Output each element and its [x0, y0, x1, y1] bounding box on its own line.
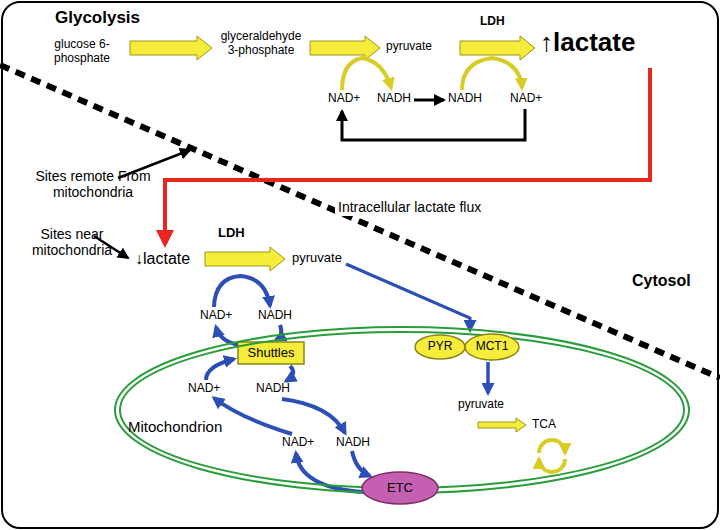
nad-return-arrow	[342, 109, 525, 140]
node-text: PYR	[428, 340, 453, 354]
cofactor-label: NAD+	[200, 309, 232, 323]
etc-arrow	[352, 451, 370, 476]
tca-cycle	[539, 440, 565, 453]
metabolite-label: pyruvate	[458, 398, 504, 412]
outer-membrane	[115, 327, 689, 493]
node-text: ETC	[387, 481, 413, 496]
shuttle-box: Shuttles	[237, 341, 305, 365]
ellipse-shape	[362, 472, 438, 504]
cofactor-arrow	[462, 58, 522, 90]
shuttle-arrow	[276, 325, 281, 340]
transporter-ellipse: MCT1	[464, 333, 520, 361]
cofactor-arrow	[214, 276, 270, 307]
pyruvate-arrow	[486, 362, 490, 393]
nad-arrow	[214, 398, 292, 434]
pyruvate-arrow	[346, 264, 470, 330]
tca-cycle	[539, 459, 565, 472]
mitochondrion-outline-shape	[112, 324, 692, 496]
dashed-divider	[0, 65, 720, 378]
cycle-label: TCA	[532, 418, 556, 432]
enzyme-label: LDH	[480, 15, 505, 29]
cofactor-label: NAD+	[328, 92, 360, 106]
lactate-flux-arrow	[165, 68, 650, 244]
metabolite-label: glucose 6-phosphate	[42, 38, 122, 66]
cofactor-label: NAD+	[510, 92, 542, 106]
cofactor-label: NADH	[448, 92, 482, 106]
shuttle-arrow	[286, 366, 293, 381]
block-arrow	[478, 418, 526, 432]
node-text: Mitochondrion	[128, 418, 222, 435]
cofactor-label: NAD+	[188, 382, 220, 396]
node-text: MCT1	[476, 340, 509, 354]
site-note: Sites near mitochondria	[22, 226, 122, 258]
enzyme-label: LDH	[218, 226, 245, 241]
shuttle-rect	[238, 342, 304, 364]
cofactor-label: NADH	[377, 92, 411, 106]
block-arrow	[130, 36, 212, 60]
cofactor-label: NAD+	[282, 436, 314, 450]
metabolite-label: pyruvate	[386, 40, 432, 54]
cofactor-label: NADH	[336, 436, 370, 450]
cofactor-label: NADH	[258, 309, 292, 323]
inner-membrane	[120, 332, 684, 488]
ellipse-shape	[465, 334, 519, 360]
nadh-arrow	[282, 399, 345, 433]
block-arrow	[460, 36, 535, 60]
metabolite-label: glyceraldehyde 3-phosphate	[215, 30, 307, 58]
cofactor-arrow	[342, 58, 391, 90]
node-text: Shuttles	[248, 346, 295, 361]
metabolite-label: ↑lactate	[540, 28, 635, 58]
cofactor-label: NADH	[256, 382, 290, 396]
flux-label: Intracellular lactate flux	[335, 198, 484, 216]
block-arrow	[310, 36, 380, 60]
metabolite-label: pyruvate	[292, 251, 342, 266]
etc-ellipse: ETC	[361, 471, 439, 505]
transporter-ellipse: PYR	[414, 334, 466, 360]
shuttle-arrow	[206, 359, 234, 380]
nadh-arrow	[414, 99, 444, 102]
ellipse-shape	[415, 335, 465, 359]
mitochondrion-outline: MitochondrionETC	[112, 324, 692, 496]
block-arrow	[205, 247, 285, 271]
region-title: Glycolysis	[55, 8, 140, 28]
region-label: Cytosol	[632, 272, 691, 290]
metabolite-label: ↓lactate	[135, 250, 190, 268]
site-note: Sites remote From mitochondria	[28, 168, 158, 200]
